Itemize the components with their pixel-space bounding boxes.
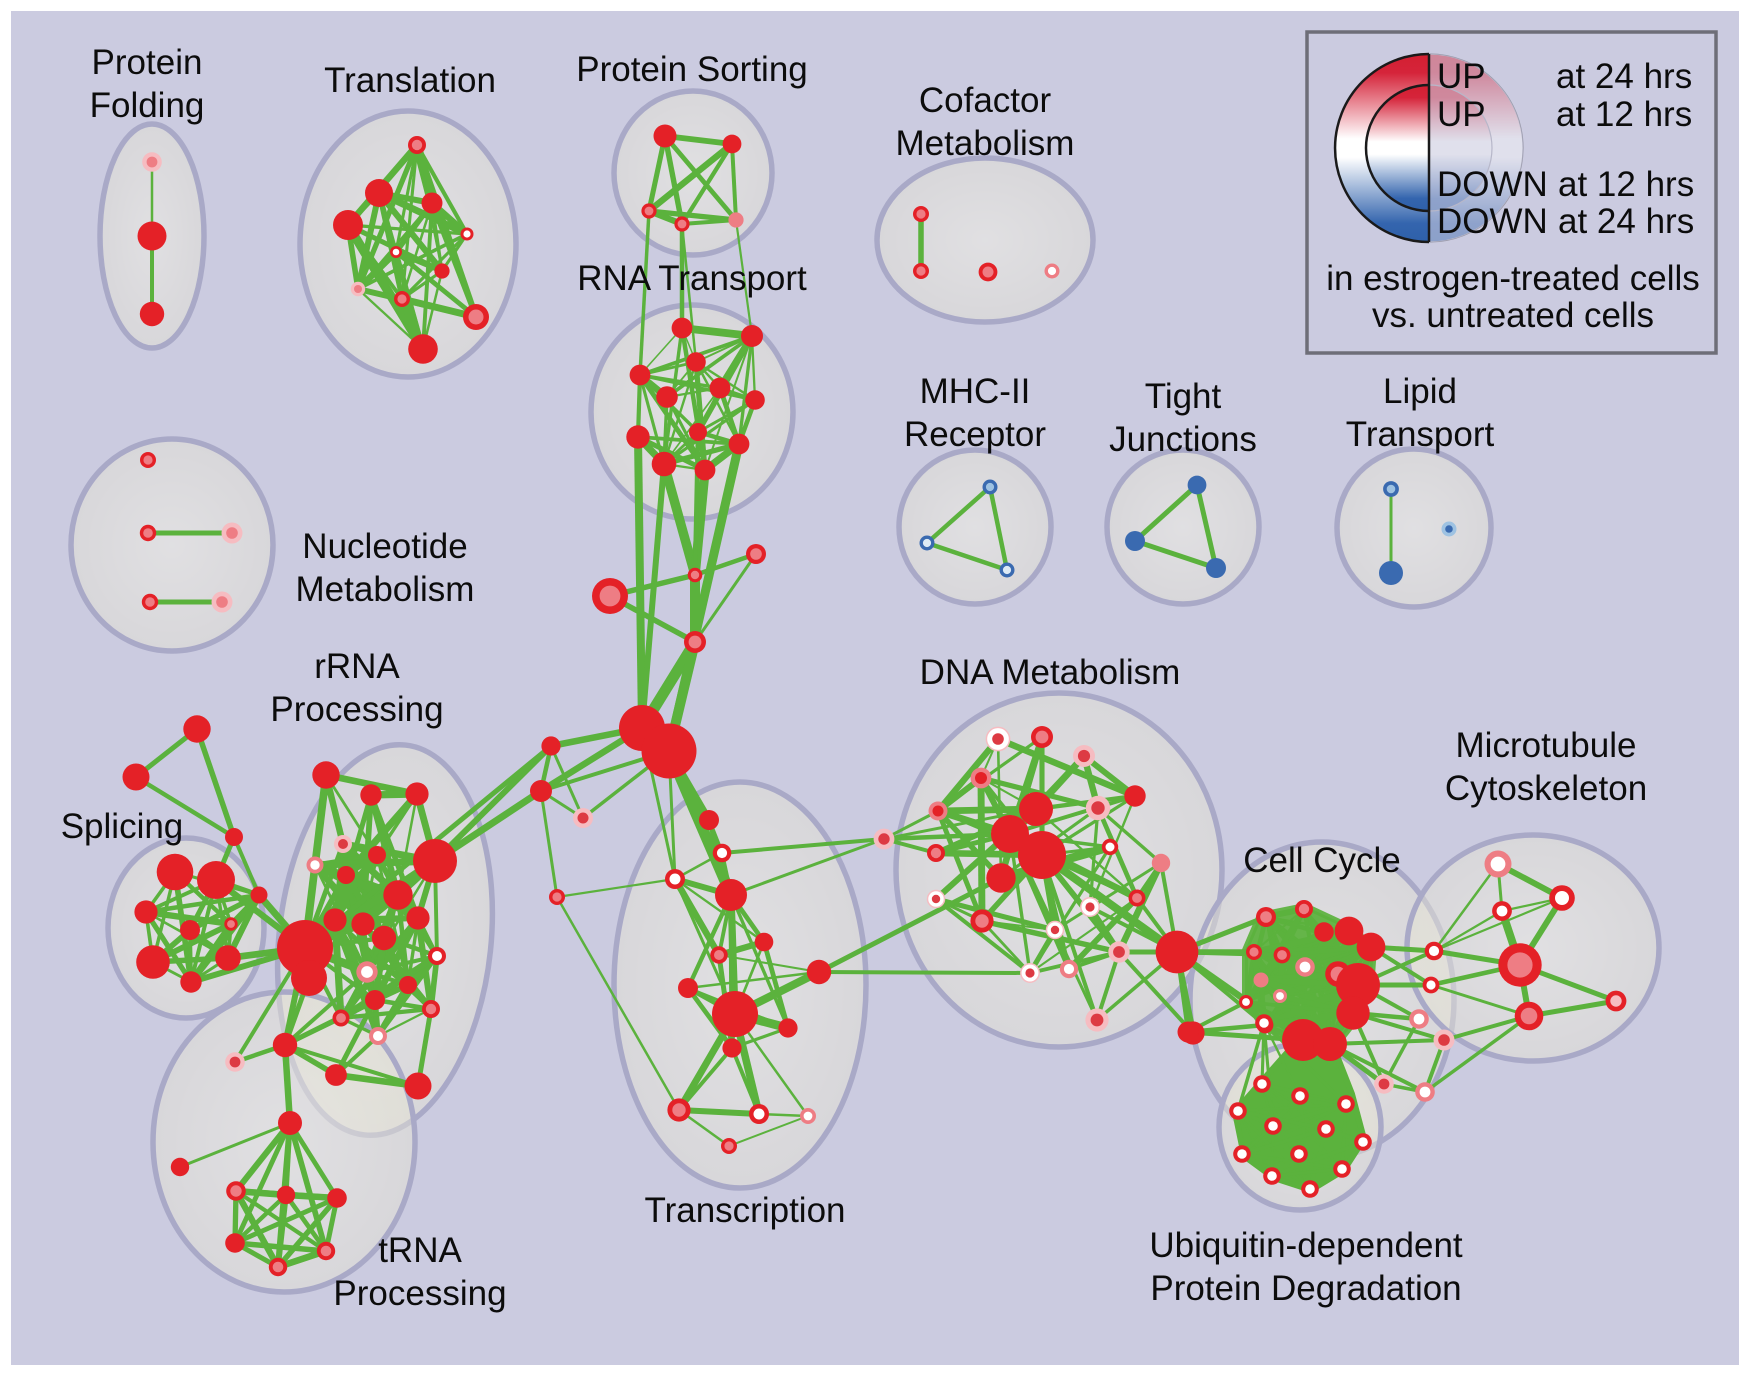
svg-text:at 12 hrs: at 12 hrs: [1558, 165, 1694, 204]
svg-text:DNA Metabolism: DNA Metabolism: [920, 653, 1181, 692]
svg-text:Protein Sorting: Protein Sorting: [576, 50, 808, 89]
svg-text:Folding: Folding: [90, 86, 205, 125]
svg-text:Processing: Processing: [333, 1274, 506, 1313]
svg-text:tRNA: tRNA: [378, 1231, 462, 1270]
svg-text:at 12 hrs: at 12 hrs: [1556, 95, 1692, 134]
svg-text:Receptor: Receptor: [904, 415, 1046, 454]
svg-text:DOWN: DOWN: [1437, 165, 1548, 204]
svg-text:Metabolism: Metabolism: [896, 124, 1075, 163]
svg-text:Protein Degradation: Protein Degradation: [1150, 1269, 1461, 1308]
svg-text:Ubiquitin-dependent: Ubiquitin-dependent: [1149, 1226, 1463, 1265]
svg-text:Microtubule: Microtubule: [1456, 726, 1637, 765]
svg-text:in estrogen-treated cells: in estrogen-treated cells: [1326, 259, 1700, 298]
svg-text:RNA Transport: RNA Transport: [577, 259, 807, 298]
svg-text:Transport: Transport: [1346, 415, 1495, 454]
svg-text:vs. untreated cells: vs. untreated cells: [1372, 296, 1654, 335]
svg-text:Translation: Translation: [324, 61, 496, 100]
svg-text:UP: UP: [1437, 95, 1486, 134]
svg-text:Transcription: Transcription: [645, 1191, 846, 1230]
svg-text:Protein: Protein: [92, 43, 203, 82]
svg-text:MHC-II: MHC-II: [920, 372, 1031, 411]
svg-text:rRNA: rRNA: [314, 647, 400, 686]
svg-text:Metabolism: Metabolism: [296, 570, 475, 609]
svg-text:Splicing: Splicing: [61, 807, 184, 846]
svg-text:at 24 hrs: at 24 hrs: [1556, 57, 1692, 96]
svg-text:Tight: Tight: [1145, 377, 1222, 416]
svg-text:Processing: Processing: [270, 690, 443, 729]
svg-text:Cofactor: Cofactor: [919, 81, 1052, 120]
svg-text:Cytoskeleton: Cytoskeleton: [1445, 769, 1647, 808]
svg-text:Lipid: Lipid: [1383, 372, 1457, 411]
svg-text:DOWN: DOWN: [1437, 202, 1548, 241]
svg-text:at 24 hrs: at 24 hrs: [1558, 202, 1694, 241]
svg-text:Junctions: Junctions: [1109, 420, 1257, 459]
svg-text:Cell Cycle: Cell Cycle: [1243, 841, 1401, 880]
svg-text:UP: UP: [1437, 57, 1486, 96]
svg-text:Nucleotide: Nucleotide: [302, 527, 467, 566]
